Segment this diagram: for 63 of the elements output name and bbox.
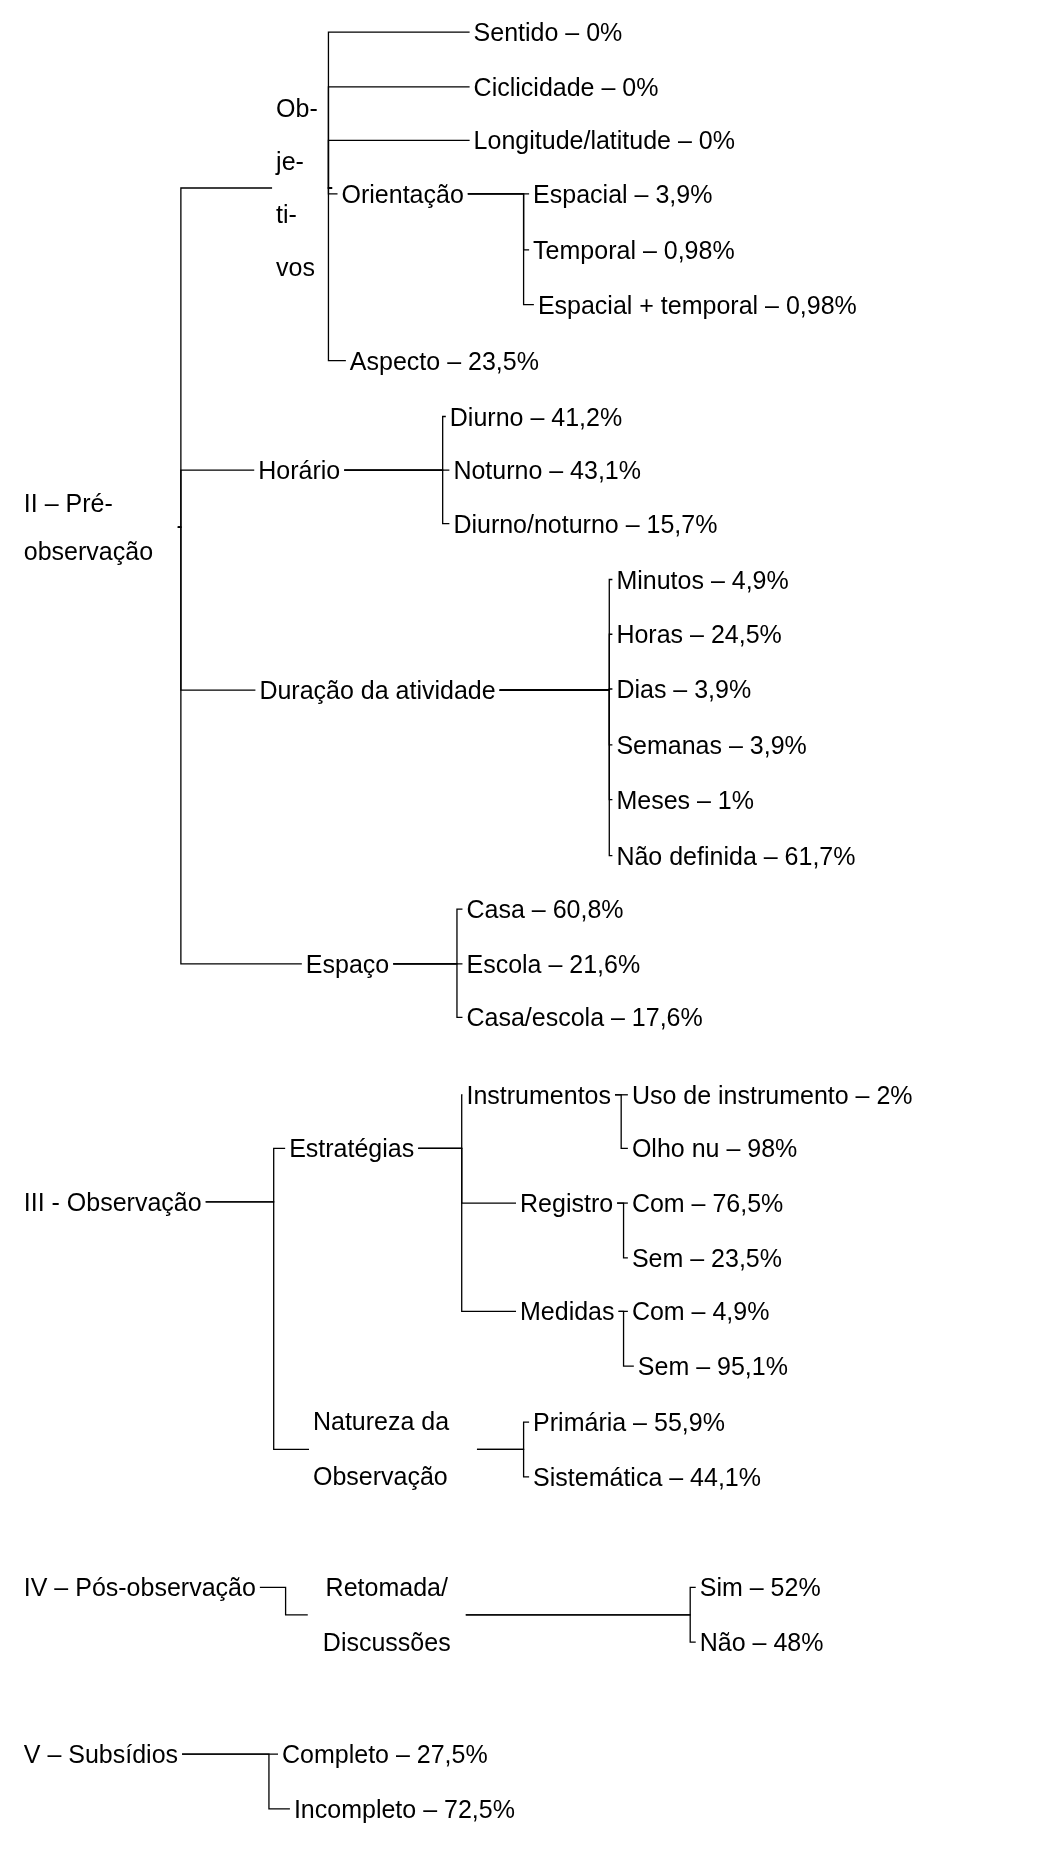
category-label: Sentido – 0% (473, 16, 623, 49)
category-label: Estratégias (289, 1132, 415, 1165)
category-label: Casa – 60,8% (466, 893, 624, 926)
category-label: Minutos – 4,9% (616, 563, 789, 596)
bracket-line (616, 1202, 629, 1259)
category-label: Sim – 52% (699, 1571, 821, 1604)
bracket-line (327, 187, 347, 362)
category-label: III - Observação (23, 1185, 202, 1218)
bracket-line (617, 1310, 635, 1367)
category-label: Escola – 21,6% (466, 947, 641, 980)
category-label: Instrumentos (466, 1078, 611, 1111)
category-label: Natureza da Observação (312, 1394, 473, 1505)
category-label: Horário (258, 454, 341, 487)
category-label: Diurno/noturno – 15,7% (453, 507, 718, 540)
category-label: Duração da atividade (259, 674, 496, 707)
category-label: Espaço (305, 947, 390, 980)
category-label: Olho nu – 98% (631, 1132, 798, 1165)
category-label: Com – 76,5% (631, 1187, 784, 1220)
bracket-line (417, 1147, 517, 1313)
category-label: V – Subsídios (23, 1738, 179, 1771)
category-label: Sistemática – 44,1% (533, 1460, 761, 1493)
bracket-line (181, 1753, 291, 1810)
category-label: Não definida – 61,7% (616, 839, 856, 872)
category-label: II – Pré- observação (23, 479, 174, 576)
bracket-line (343, 469, 451, 525)
category-label: Orientação (341, 177, 464, 210)
bracket-line (177, 469, 255, 528)
category-label: Temporal – 0,98% (533, 233, 735, 266)
category-label: Primária – 55,9% (533, 1406, 725, 1439)
category-label: Não – 48% (699, 1626, 824, 1659)
bracket-line (499, 689, 614, 857)
bracket-line (327, 139, 471, 189)
category-label: Completo – 27,5% (282, 1738, 488, 1771)
category-label: Registro (520, 1187, 614, 1220)
category-label: Espacial + temporal – 0,98% (537, 288, 857, 321)
category-label: Horas – 24,5% (616, 618, 782, 651)
category-label: Dias – 3,9% (616, 673, 752, 705)
category-label: Diurno – 41,2% (449, 400, 623, 433)
category-label: Longitude/latitude – 0% (473, 124, 735, 157)
category-label: Semanas – 3,9% (616, 728, 807, 761)
category-label: Com – 4,9% (631, 1295, 770, 1328)
bracket-line (177, 526, 303, 965)
bracket-line (476, 1448, 530, 1478)
category-label: IV – Pós-observação (23, 1571, 256, 1604)
category-label: Retomada/ Discussões (311, 1559, 462, 1670)
category-label: Sem – 95,1% (637, 1350, 788, 1383)
category-label: Ciclicidade – 0% (473, 70, 659, 103)
category-label: Noturno – 43,1% (453, 454, 641, 487)
bracket-line (467, 193, 535, 306)
bracket-line (392, 963, 464, 1019)
bracket-line (465, 1614, 697, 1643)
bracket-line (259, 1586, 309, 1616)
category-label: Casa/escola – 17,6% (466, 1001, 703, 1034)
category-label: Uso de instrumento – 2% (631, 1078, 913, 1111)
category-label: Medidas (520, 1295, 615, 1328)
category-label: Meses – 1% (616, 783, 754, 816)
category-label: Espacial – 3,9% (533, 177, 713, 210)
category-label: Incompleto – 72,5% (293, 1792, 515, 1825)
category-label: Ob- je- ti- vos (276, 82, 329, 294)
bracket-line (614, 1094, 629, 1149)
bracket-line (205, 1201, 310, 1451)
category-label: Aspecto – 23,5% (349, 344, 539, 377)
category-label: Sem – 23,5% (631, 1241, 782, 1274)
